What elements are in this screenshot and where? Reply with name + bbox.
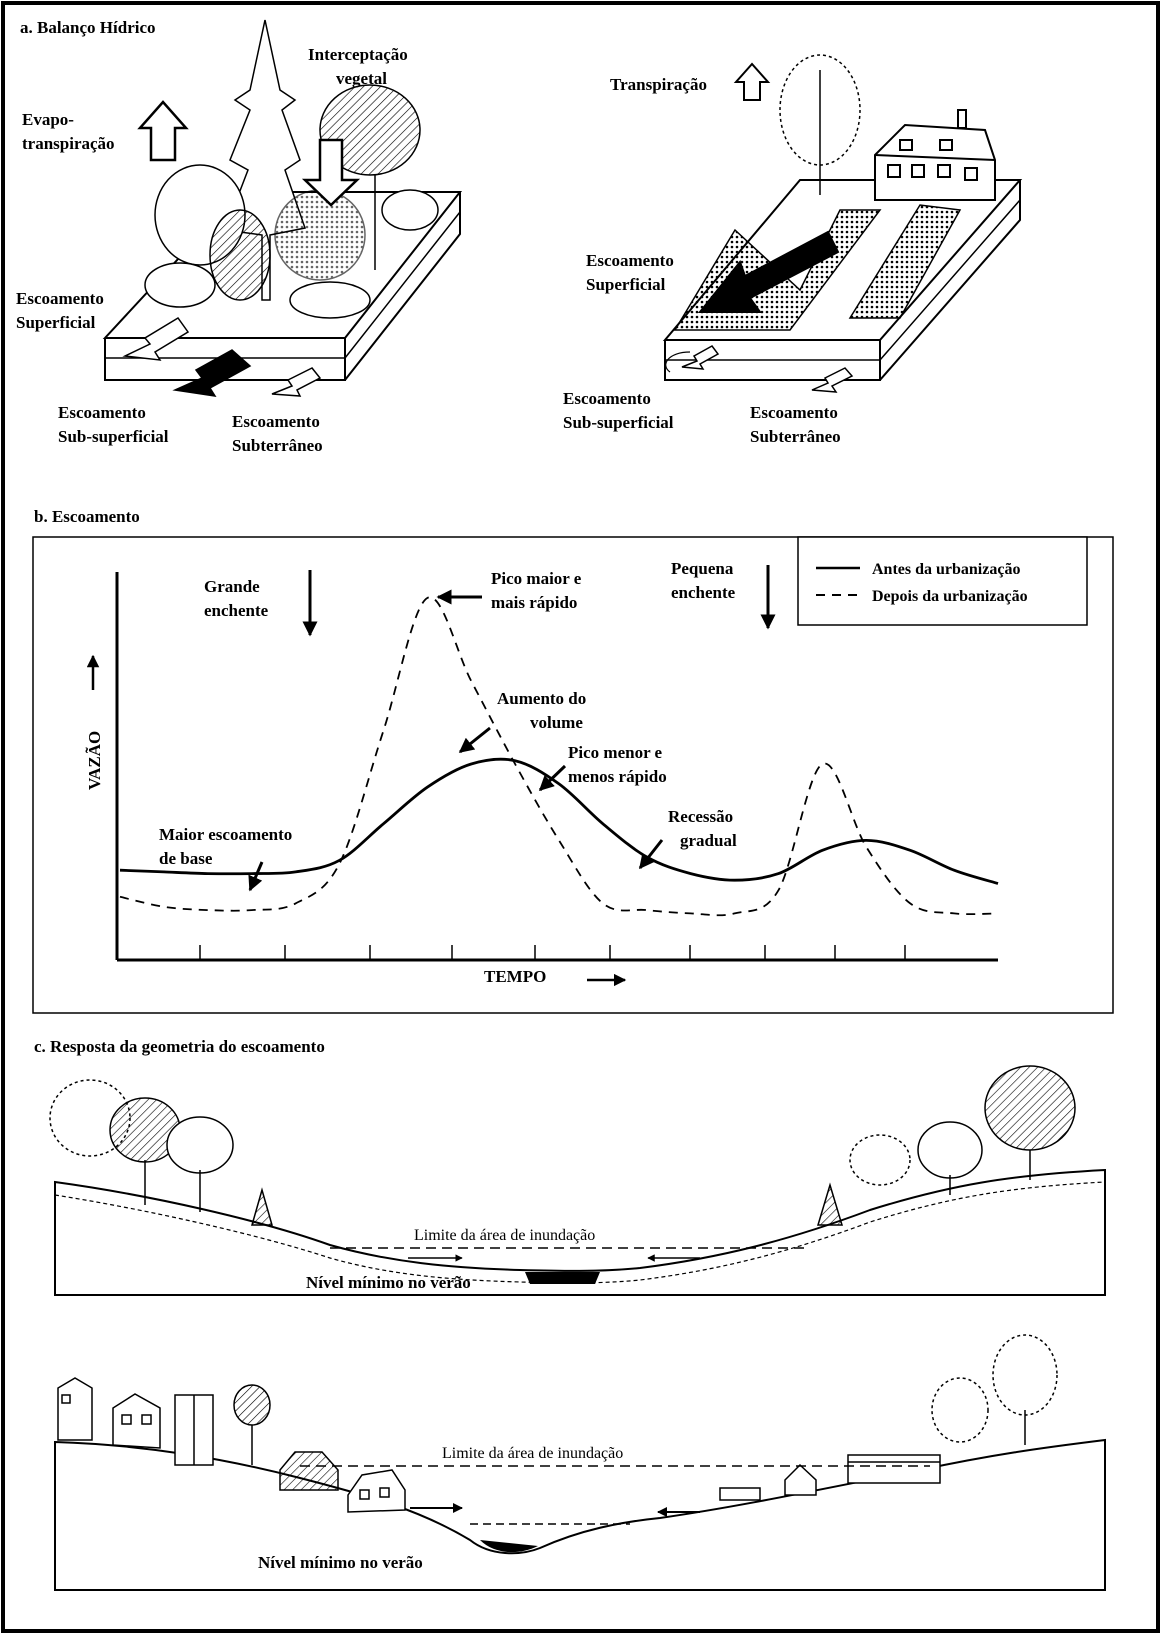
left-subsurface-label-2: Sub-superficial bbox=[58, 427, 169, 446]
interception-label-1: Interceptação bbox=[308, 45, 408, 64]
chart-legend: Antes da urbanização Depois da urbanizaç… bbox=[797, 536, 1088, 626]
urban-groundwater-arrow-icon bbox=[811, 367, 854, 393]
forest-trees bbox=[144, 19, 439, 319]
peak-less-label-1: Pico menor e bbox=[568, 743, 663, 762]
left-subsurface-label-1: Escoamento bbox=[58, 403, 146, 422]
base-flow-label-1: Maior escoamento bbox=[159, 825, 292, 844]
birch-tree-icon bbox=[779, 54, 861, 195]
urban-summer-water bbox=[480, 1540, 538, 1553]
right-surface-label-1: Escoamento bbox=[586, 251, 674, 270]
section-c-title: c. Resposta da geometria do escoamento bbox=[34, 1037, 325, 1056]
subsurface-flow-arrow-icon bbox=[172, 349, 252, 397]
big-flood-label-2: enchente bbox=[204, 601, 269, 620]
recession-label-1: Recessão bbox=[668, 807, 733, 826]
top-min-level-label: Nível mínimo no verão bbox=[306, 1273, 471, 1292]
bottom-flood-limit-label: Limite da área de inundação bbox=[442, 1445, 623, 1462]
right-subsurface-label-1: Escoamento bbox=[563, 389, 651, 408]
peak-less-label-2: menos rápido bbox=[568, 767, 667, 786]
left-buildings bbox=[57, 1377, 406, 1513]
small-flood-label-2: enchente bbox=[671, 583, 736, 602]
left-forest-trees bbox=[49, 1079, 273, 1226]
base-flow-label-2: de base bbox=[159, 849, 213, 868]
legend-before-label: Antes da urbanização bbox=[872, 561, 1020, 578]
right-buildings bbox=[719, 1334, 1058, 1501]
groundwater-flow-arrow-icon bbox=[271, 367, 322, 397]
left-surface-label-1: Escoamento bbox=[16, 289, 104, 308]
right-subsurface-label-2: Sub-superficial bbox=[563, 413, 674, 432]
volume-label-2: volume bbox=[530, 713, 583, 732]
series-after-line bbox=[119, 596, 999, 917]
base-flow-arrow-icon bbox=[248, 861, 264, 892]
chart-box bbox=[32, 536, 1114, 1014]
x-axis-label: TEMPO bbox=[484, 967, 546, 986]
natural-profile: Limite da área de inundação Nível mínimo… bbox=[49, 1065, 1106, 1296]
bottom-min-level-label: Nível mínimo no verão bbox=[258, 1553, 423, 1572]
evapo-label-1: Evapo- bbox=[22, 110, 74, 129]
evapotranspiration-arrow-icon bbox=[137, 100, 189, 162]
right-ground-label-2: Subterrâneo bbox=[750, 427, 841, 446]
big-flood-label-1: Grande bbox=[204, 577, 260, 596]
recession-arrow-icon bbox=[638, 839, 664, 870]
urban-surface-flow-arrow-icon bbox=[697, 230, 840, 313]
top-flood-limit-label: Limite da área de inundação bbox=[414, 1227, 595, 1244]
interception-arrow-icon bbox=[301, 138, 361, 207]
house-icon bbox=[874, 109, 996, 201]
urban-subsurface-arrow-icon bbox=[681, 345, 720, 370]
leader-line bbox=[665, 351, 691, 373]
surface-flow-arrow-icon bbox=[122, 316, 190, 361]
peak-more-label-2: mais rápido bbox=[491, 593, 577, 612]
section-a: a. Balanço Hídrico Evapo- bbox=[16, 18, 1023, 455]
right-ground-label-1: Escoamento bbox=[750, 403, 838, 422]
summer-water-body bbox=[525, 1272, 600, 1284]
left-ground-label-2: Subterrâneo bbox=[232, 436, 323, 455]
right-forest-trees bbox=[816, 1065, 1076, 1226]
interception-label-2: vegetal bbox=[336, 69, 387, 88]
peak-more-label-1: Pico maior e bbox=[491, 569, 582, 588]
left-surface-label-2: Superficial bbox=[16, 313, 96, 332]
legend-after-label: Depois da urbanização bbox=[872, 588, 1028, 605]
section-c: c. Resposta da geometria do escoamento bbox=[34, 1037, 1106, 1591]
x-ticks bbox=[199, 945, 906, 960]
transpiration-label: Transpiração bbox=[610, 75, 707, 94]
right-surface-label-2: Superficial bbox=[586, 275, 666, 294]
transpiration-arrow-icon bbox=[733, 62, 771, 101]
y-axis-label: VAZÃO bbox=[85, 731, 104, 790]
recession-label-2: gradual bbox=[680, 831, 737, 850]
section-b-title: b. Escoamento bbox=[34, 507, 140, 526]
urban-profile: Limite da área de inundação Nível mínimo… bbox=[54, 1334, 1106, 1591]
section-b: b. Escoamento Antes da urbanização Depoi… bbox=[32, 507, 1114, 1014]
small-flood-label-1: Pequena bbox=[671, 559, 734, 578]
section-a-title: a. Balanço Hídrico bbox=[20, 18, 156, 37]
left-ground-label-1: Escoamento bbox=[232, 412, 320, 431]
evapo-label-2: transpiração bbox=[22, 134, 115, 153]
volume-label-1: Aumento do bbox=[497, 689, 586, 708]
series-before-line bbox=[119, 757, 999, 885]
volume-arrow-icon bbox=[458, 726, 491, 754]
peak-less-arrow-icon bbox=[538, 764, 567, 792]
